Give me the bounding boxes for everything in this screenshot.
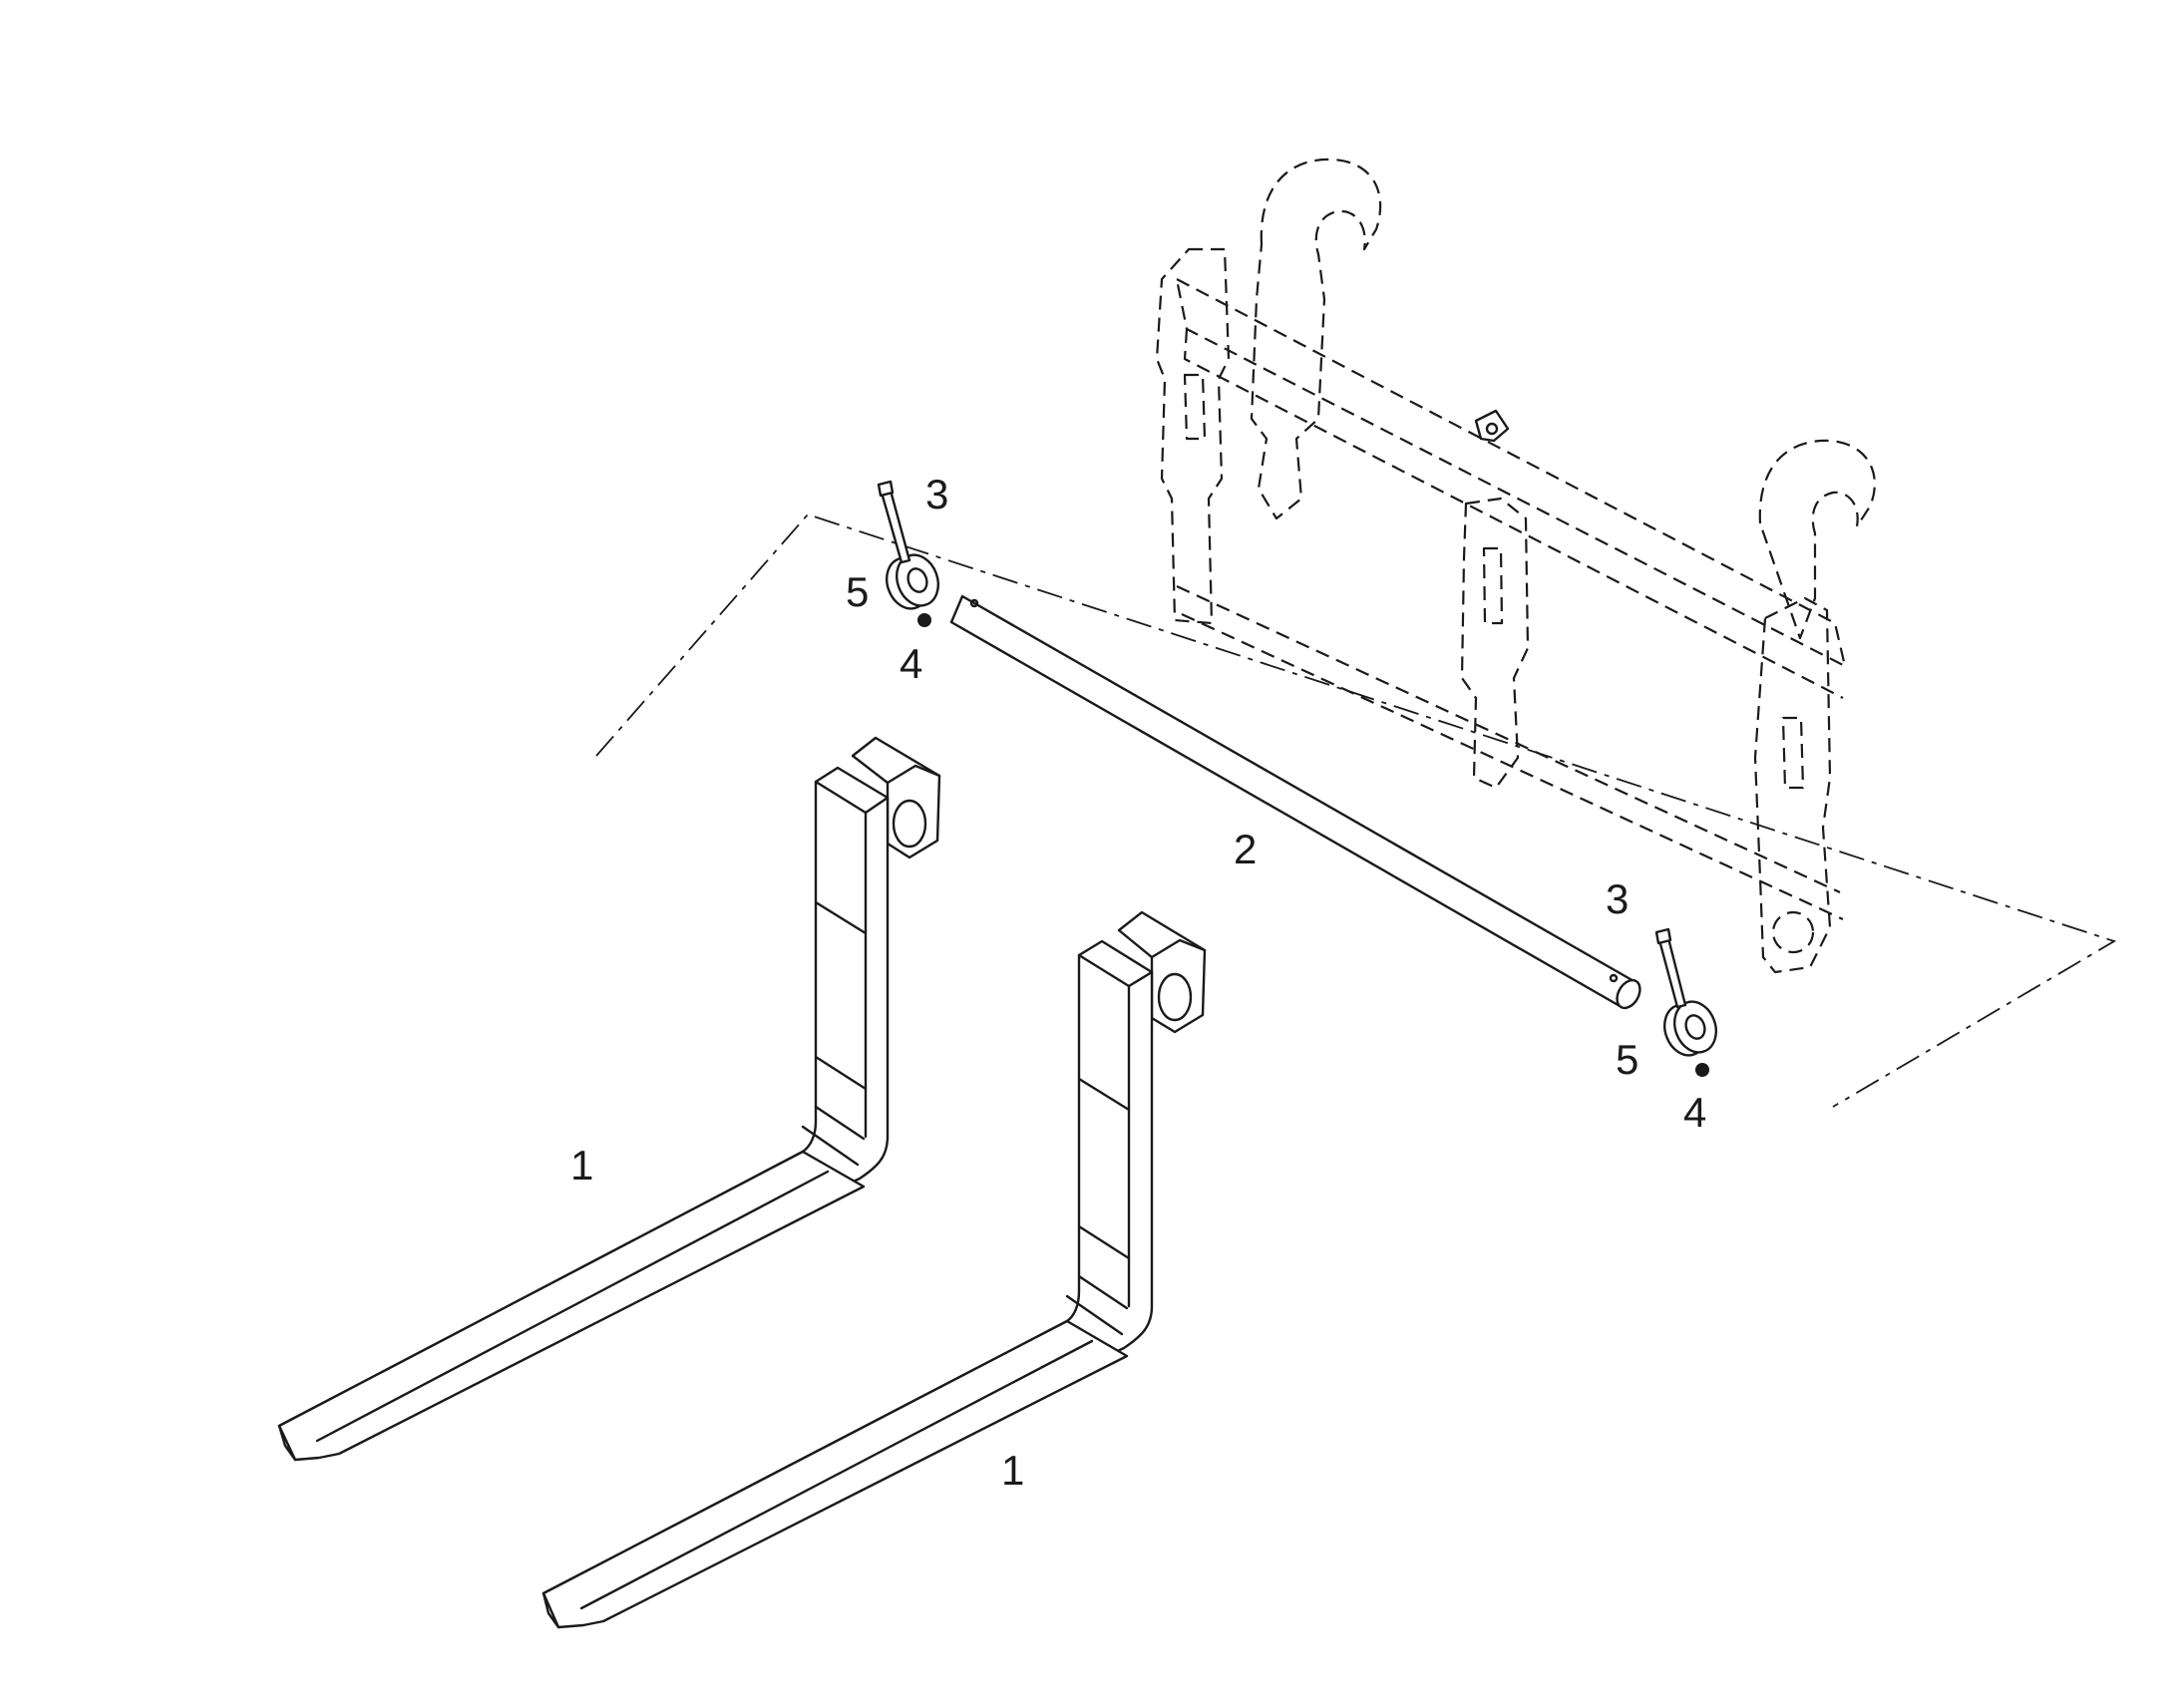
collar-left (886, 553, 939, 610)
assembly-phantom-outline (595, 512, 2117, 1108)
carriage-frame (1155, 158, 1876, 974)
bolt-left (877, 480, 911, 564)
callout-nut-right: 4 (1683, 1089, 1706, 1136)
shaft (949, 594, 1641, 1010)
fork-right (542, 910, 1207, 1629)
nut-right (1695, 1063, 1709, 1077)
callout-nut-left: 4 (900, 640, 922, 687)
nut-left (917, 613, 931, 627)
callout-bolt-right: 3 (1606, 875, 1629, 922)
callout-fork-left: 1 (570, 1142, 593, 1189)
callout-collar-left: 5 (846, 568, 869, 615)
callout-bolt-left: 3 (925, 471, 948, 517)
collar-right (1663, 1000, 1717, 1057)
callout-collar-right: 5 (1616, 1036, 1638, 1083)
callout-fork-right: 1 (1001, 1447, 1024, 1494)
bolt-right (1654, 927, 1687, 1009)
fork-left (277, 736, 941, 1462)
callout-shaft: 2 (1234, 826, 1257, 872)
